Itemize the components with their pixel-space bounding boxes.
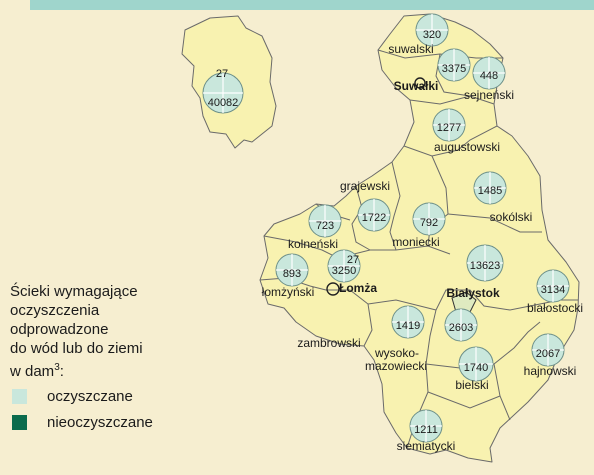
legend-title-colon: : (59, 363, 64, 380)
pie-markers (202, 13, 570, 443)
label-moniecki: moniecki (392, 235, 439, 249)
label-wysokomazowiecki-1: wysoko- (374, 346, 419, 360)
label-kolnenski: kolneński (288, 237, 338, 251)
legend-label-untreated: nieoczyszczane (47, 413, 153, 431)
value-siemiatycki: 1211 (414, 424, 438, 436)
label-bialostocki: białostocki (527, 301, 583, 315)
legend-item-treated: oczyszczane (10, 385, 190, 407)
label-suwalski: suwalski (388, 42, 433, 56)
label-zambrowski: zambrowski (297, 336, 360, 350)
label-sejnenski: sejneński (464, 88, 514, 102)
legend-label-treated: oczyszczane (47, 387, 133, 405)
value-suwalski: 320 (423, 29, 441, 41)
county-labels: suwalski sejneński augustowski grajewski… (262, 42, 583, 453)
value-wysokomazowiecki: 2603 (449, 322, 473, 334)
label-sokolski: sokólski (490, 210, 533, 224)
legend-unit-exponent: 3 (54, 362, 60, 373)
label-augustowski: augustowski (434, 140, 500, 154)
value-sejnenski: 448 (480, 70, 498, 82)
value-moniecki: 792 (420, 217, 438, 229)
suwalki-city-outline (414, 77, 426, 89)
value-bialystok-city: 13623 (470, 260, 501, 272)
legend-item-untreated: nieoczyszczane (10, 411, 190, 433)
value-grajewski: 1722 (362, 212, 386, 224)
city-label-suwalki: Suwałki (394, 79, 439, 93)
value-zambrowski: 1419 (396, 320, 420, 332)
label-bielski: bielski (455, 378, 488, 392)
voivodeship-outline (259, 13, 580, 463)
value-suwalki-city: 3375 (442, 63, 466, 75)
label-hajnowski: hajnowski (524, 364, 577, 378)
value-inset-untreated: 27 (216, 68, 228, 80)
legend-title: Ścieki wymagające oczyszczenia odprowadz… (10, 282, 190, 381)
value-sokolski: 1485 (478, 185, 502, 197)
value-labels: 320 448 3375 1277 27 40082 1722 723 792 … (208, 29, 566, 436)
value-bielski: 1740 (464, 362, 488, 374)
value-lomza-city-untreated: 27 (347, 254, 359, 266)
label-siemiatycki: siemiatycki (397, 439, 456, 453)
label-grajewski: grajewski (340, 179, 390, 193)
value-kolnenski: 723 (316, 220, 334, 232)
label-wysokomazowiecki-2: mazowiecki (365, 359, 427, 373)
city-label-lomza: Łomża (339, 281, 377, 295)
value-lomza-city: 3250 (332, 265, 356, 277)
value-inset: 40082 (208, 97, 239, 109)
city-label-bialystok: Białystok (446, 286, 500, 300)
value-bialostocki: 3134 (541, 284, 565, 296)
lomza-city-outline (326, 282, 340, 296)
value-lomzynski: 893 (283, 268, 301, 280)
city-labels: Suwałki Łomża Białystok (339, 79, 500, 300)
header-band (30, 0, 594, 10)
value-hajnowski: 2067 (536, 348, 560, 360)
legend-swatch-untreated (12, 414, 27, 430)
label-lomzynski: łomżyński (262, 285, 315, 299)
legend-swatch-treated (12, 388, 27, 404)
legend-title-text: Ścieki wymagające oczyszczenia odprowadz… (10, 283, 143, 380)
value-augustowski: 1277 (437, 122, 461, 134)
legend: Ścieki wymagające oczyszczenia odprowadz… (10, 282, 190, 433)
